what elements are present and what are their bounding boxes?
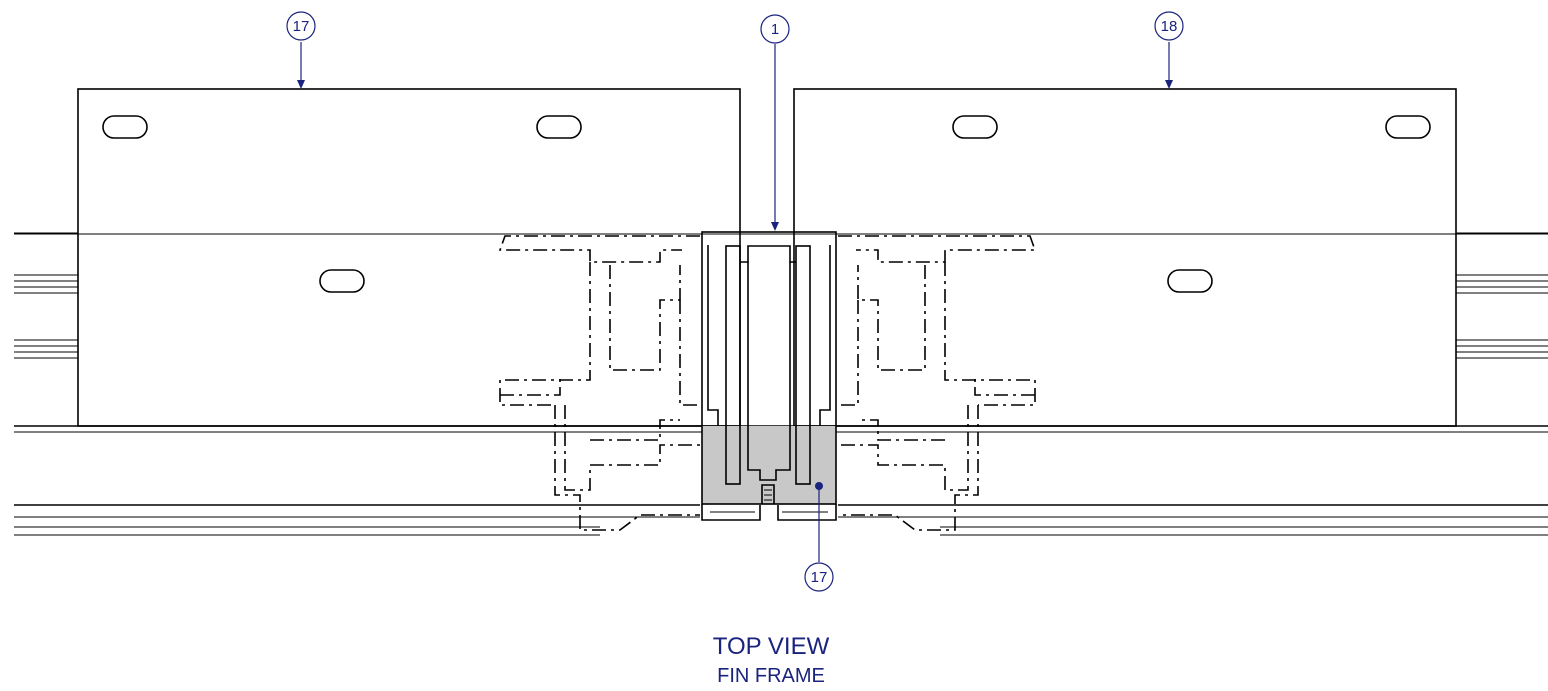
view-title: TOP VIEW (713, 633, 830, 660)
slot-hole (1385, 115, 1431, 139)
view-subtitle: FIN FRAME (717, 665, 825, 687)
slot-hole (319, 269, 365, 293)
slot-hole (1167, 269, 1213, 293)
callout-right-panel-label: 18 (1161, 18, 1178, 35)
hidden-profile-right (838, 235, 1037, 531)
callout-left-panel-label: 17 (293, 18, 310, 35)
insert-hatch (702, 426, 836, 504)
slot-hole (102, 115, 148, 139)
callout-left-panel: 17 (286, 11, 316, 89)
right-panel (793, 88, 1457, 427)
slot-hole (536, 115, 582, 139)
callout-right-panel: 18 (1154, 11, 1184, 89)
callout-center-profile-label: 1 (771, 21, 779, 38)
callout-insert-label: 17 (811, 569, 828, 586)
center-profile (701, 231, 837, 521)
hidden-profile-left (498, 235, 700, 531)
left-rail-lines (14, 232, 78, 359)
slot-hole (952, 115, 998, 139)
left-panel (77, 88, 741, 427)
right-rail-lines (1456, 232, 1548, 359)
callout-insert: 17 (804, 482, 834, 592)
callout-center-profile: 1 (760, 14, 790, 231)
